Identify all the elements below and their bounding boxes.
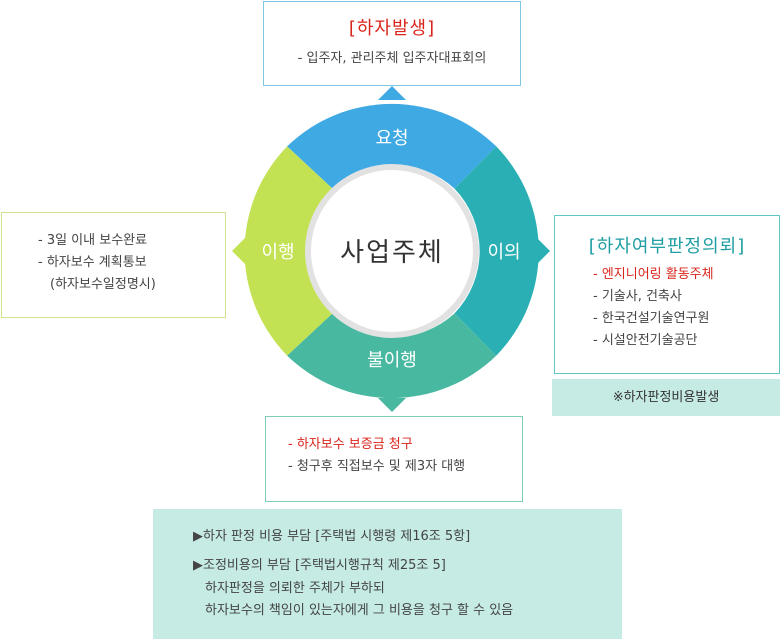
- ring-segment-top: [287, 103, 497, 189]
- right-box-title: [하자여부판정의뢰]: [588, 236, 746, 257]
- bottom-info-box: - 하자보수 보증금 청구 - 청구후 직접보수 및 제3자 대행: [265, 416, 523, 502]
- ring-segment-bottom: [287, 313, 497, 399]
- right-box-line: - 한국건설기술연구원: [593, 311, 710, 326]
- right-box-line: - 엔지니어링 활동주체: [593, 267, 714, 282]
- right-box-line: - 기술사, 건축사: [593, 289, 682, 304]
- ring-label-bottom: 불이행: [367, 350, 417, 371]
- footer-line: ▶조정비용의 부담 [주택법시행규칙 제25조 5]: [193, 558, 446, 573]
- left-box-line: - 3일 이내 보수완료: [38, 233, 148, 248]
- right-note-badge: ※하자판정비용발생: [552, 379, 780, 416]
- ring-label-right: 이의: [487, 242, 520, 263]
- arrow-left-icon: [232, 237, 246, 265]
- center-label: 사업주체: [340, 238, 444, 268]
- left-box-line: (하자보수일정명시): [50, 277, 156, 292]
- ring-segment-right: [454, 146, 539, 356]
- right-info-box: [하자여부판정의뢰] - 엔지니어링 활동주체 - 기술사, 건축사 - 한국건…: [554, 215, 780, 374]
- bottom-box-line: - 하자보수 보증금 청구: [288, 437, 413, 452]
- top-box-title: [하자발생]: [348, 18, 436, 39]
- ring-label-left: 이행: [261, 242, 294, 263]
- right-note-text: ※하자판정비용발생: [612, 390, 720, 405]
- arrow-down-icon: [378, 398, 406, 412]
- ring-label-top: 요청: [375, 128, 408, 149]
- arrow-right-icon: [536, 237, 550, 265]
- left-box-line: - 하자보수 계획통보: [38, 255, 147, 270]
- center-circle: [305, 164, 479, 338]
- left-info-box: - 3일 이내 보수완료 - 하자보수 계획통보 (하자보수일정명시): [1, 212, 226, 318]
- footer-line: ▶하자 판정 비용 부담 [주택법 시행령 제16조 5항]: [193, 529, 471, 544]
- top-info-box: [하자발생] - 입주자, 관리주체 입주자대표회의: [263, 1, 521, 86]
- footer-note: ▶하자 판정 비용 부담 [주택법 시행령 제16조 5항] ▶조정비용의 부담…: [153, 509, 622, 639]
- top-box-line: - 입주자, 관리주체 입주자대표회의: [297, 51, 487, 66]
- bottom-box-line: - 청구후 직접보수 및 제3자 대행: [288, 459, 466, 474]
- arrow-up-icon: [378, 86, 406, 100]
- footer-line: 하자판정을 의뢰한 주체가 부하되: [205, 581, 385, 596]
- right-box-line: - 시설안전기술공단: [593, 333, 698, 348]
- ring-segment-left: [244, 146, 333, 356]
- footer-line: 하자보수의 책임이 있는자에게 그 비용을 청구 할 수 있음: [205, 603, 514, 618]
